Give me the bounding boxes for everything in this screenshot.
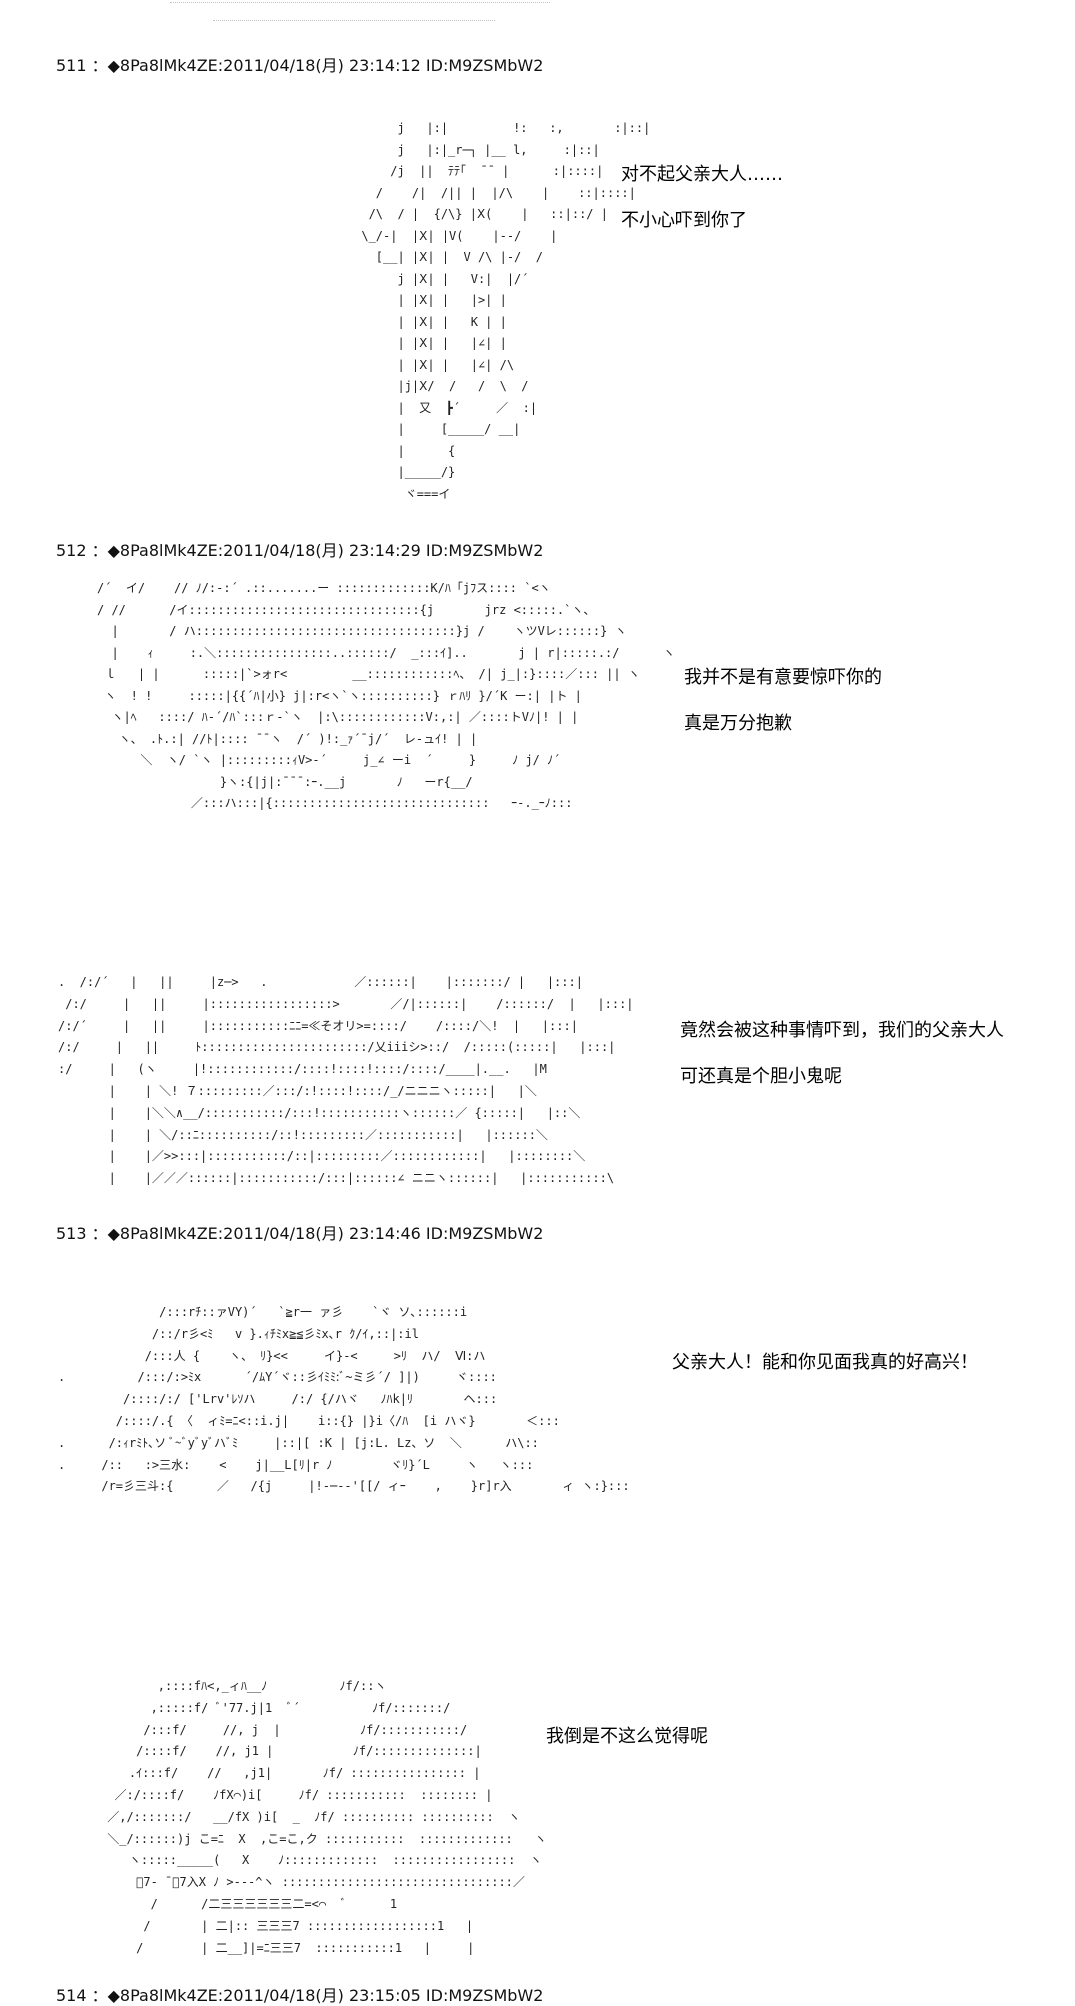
ascii-art-smirking-girl: . /:/´ | || |z─> . ／::::::| |:::::::/ | … xyxy=(58,975,634,1186)
speech-511: 对不起父亲大人…… 不小心吓到你了 xyxy=(621,152,783,244)
speech-line: 我并不是有意要惊吓你的 xyxy=(684,667,882,688)
speech-513b: 我倒是不这么觉得呢 xyxy=(546,1714,708,1760)
post-header-513: 513 ：◆8Pa8lMk4ZE:2011/04/18(月) 23:14:46 … xyxy=(56,1224,544,1243)
speech-line: 竟然会被这种事情吓到，我们的父亲大人 xyxy=(680,1020,1004,1041)
speech-line: 我倒是不这么觉得呢 xyxy=(546,1726,708,1747)
speech-line: 父亲大人！能和你见面我真的好高兴！ xyxy=(672,1352,978,1373)
top-dotted-rule xyxy=(170,2,550,3)
post-header-511: 511 ：◆8Pa8lMk4ZE:2011/04/18(月) 23:14:12 … xyxy=(56,56,544,75)
speech-513a: 父亲大人！能和你见面我真的好高兴！ xyxy=(672,1340,978,1386)
post-header-514: 514 ：◆8Pa8lMk4ZE:2011/04/18(月) 23:15:05 … xyxy=(56,1986,544,2005)
ascii-art-father-standing: j |:| !: :, :|::| j |:|_r─┐ |__ l, :|::|… xyxy=(361,121,651,501)
post-header-512: 512 ：◆8Pa8lMk4ZE:2011/04/18(月) 23:14:29 … xyxy=(56,541,544,560)
ascii-art-happy-girl: /:::rﾁ::ァVY)´ `≧r一 ァ彡 `ヾ ソ､::::::i /::/r… xyxy=(58,1305,630,1494)
speech-line: 对不起父亲大人…… xyxy=(621,164,783,185)
top-dotted-rule-short xyxy=(213,20,495,21)
ascii-art-armored-figure: ,::::fﾊ<,_ィﾊ__ﾉ ﾉf/::ヽ ,:::::f/ ﾞ'77.j|1… xyxy=(107,1679,547,1955)
speech-512a: 我并不是有意要惊吓你的 真是万分抱歉 xyxy=(684,655,882,747)
speech-line: 可还真是个胆小鬼呢 xyxy=(680,1066,842,1087)
speech-512b: 竟然会被这种事情吓到，我们的父亲大人 可还真是个胆小鬼呢 xyxy=(680,1008,1004,1100)
ascii-art-crying-girl: /´ イ/ // ﾉ/:-:´ .::.......ー ::::::::::::… xyxy=(97,581,675,810)
speech-line: 不小心吓到你了 xyxy=(621,210,747,231)
speech-line: 真是万分抱歉 xyxy=(684,713,792,734)
